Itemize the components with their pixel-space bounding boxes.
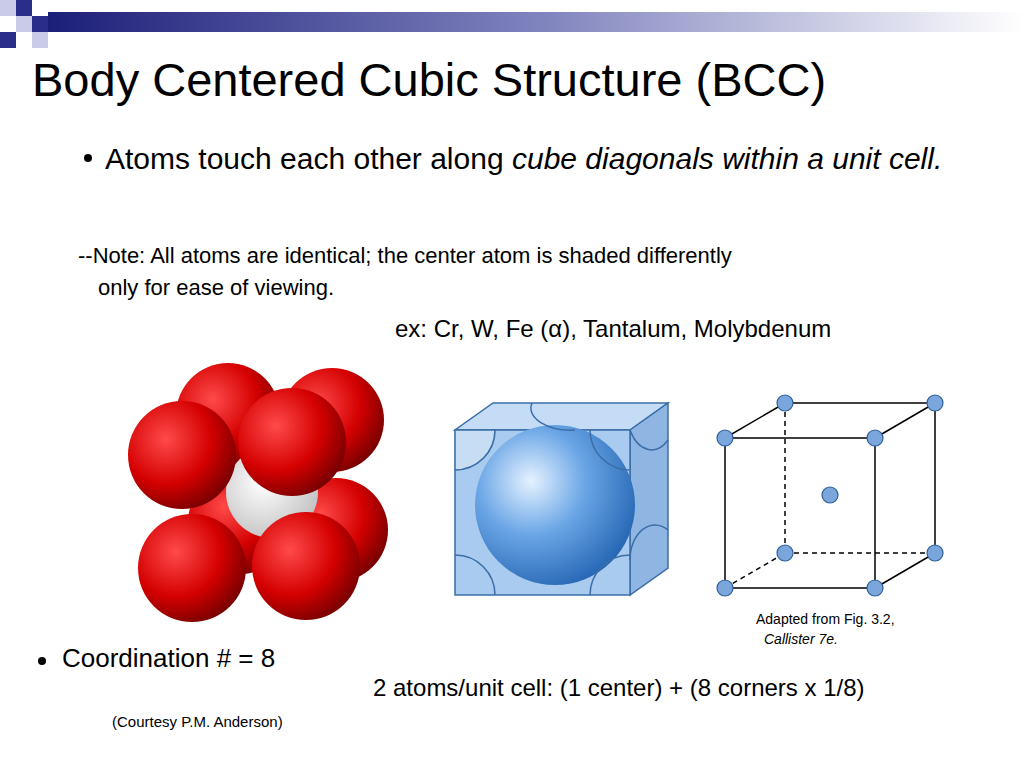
figure-credit: Adapted from Fig. 3.2,: [756, 611, 895, 628]
atom-count: 2 atoms/unit cell: (1 center) + (8 corne…: [373, 674, 865, 703]
bullet-dot: [38, 657, 46, 665]
header-decoration: [0, 0, 1024, 48]
note-text: --Note: All atoms are identical; the cen…: [78, 240, 768, 304]
hard-sphere-model: [128, 363, 388, 622]
bullet-text: Coordination # = 8: [62, 643, 275, 674]
lattice-point-cube: [717, 395, 943, 596]
slide-title: Body Centered Cubic Structure (BCC): [32, 52, 826, 108]
bullet-dot: [84, 154, 92, 162]
bullet-text-italic: cube diagonals within a unit cell.: [512, 142, 942, 175]
bullet-text: Atoms touch each other along: [105, 142, 504, 175]
example-elements: ex: Cr, W, Fe (α), Tantalum, Molybdenum: [395, 315, 831, 344]
bullet-paragraph: Atoms touch each other alongcube diagona…: [105, 136, 955, 181]
unit-cell-spheres: [455, 403, 668, 595]
figure-credit: Callister 7e.: [764, 631, 838, 648]
courtesy-note: (Courtesy P.M. Anderson): [112, 713, 283, 731]
